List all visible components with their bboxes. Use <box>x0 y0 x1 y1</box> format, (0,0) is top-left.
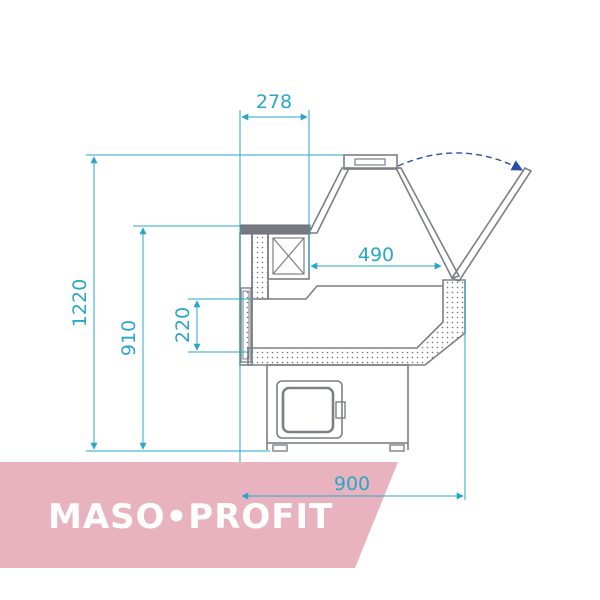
insulated-tub <box>247 279 466 366</box>
refrigeration-unit <box>276 380 346 439</box>
dimension-900: 900 <box>241 280 466 500</box>
dimension-220-label: 220 <box>172 307 194 343</box>
brand-logo-text: MASO•PROFIT <box>48 497 333 537</box>
dimension-900-label: 900 <box>334 473 370 495</box>
dimension-278: 278 <box>239 91 310 470</box>
dimension-910-label: 910 <box>118 320 140 356</box>
dimension-490: 490 <box>308 233 442 270</box>
dimension-278-label: 278 <box>256 91 292 113</box>
display-compartment <box>267 152 533 300</box>
dimension-490-label: 490 <box>358 244 394 266</box>
evaporator-box <box>267 232 310 280</box>
brand-banner: MASO•PROFIT <box>0 462 398 568</box>
dimension-1220: 1220 <box>69 154 344 452</box>
rear-storage-wall <box>239 232 269 366</box>
dimension-220: 220 <box>172 298 252 353</box>
dimension-1220-label: 1220 <box>69 279 91 327</box>
dimension-910: 910 <box>118 225 240 450</box>
rear-work-shelf <box>239 224 311 235</box>
